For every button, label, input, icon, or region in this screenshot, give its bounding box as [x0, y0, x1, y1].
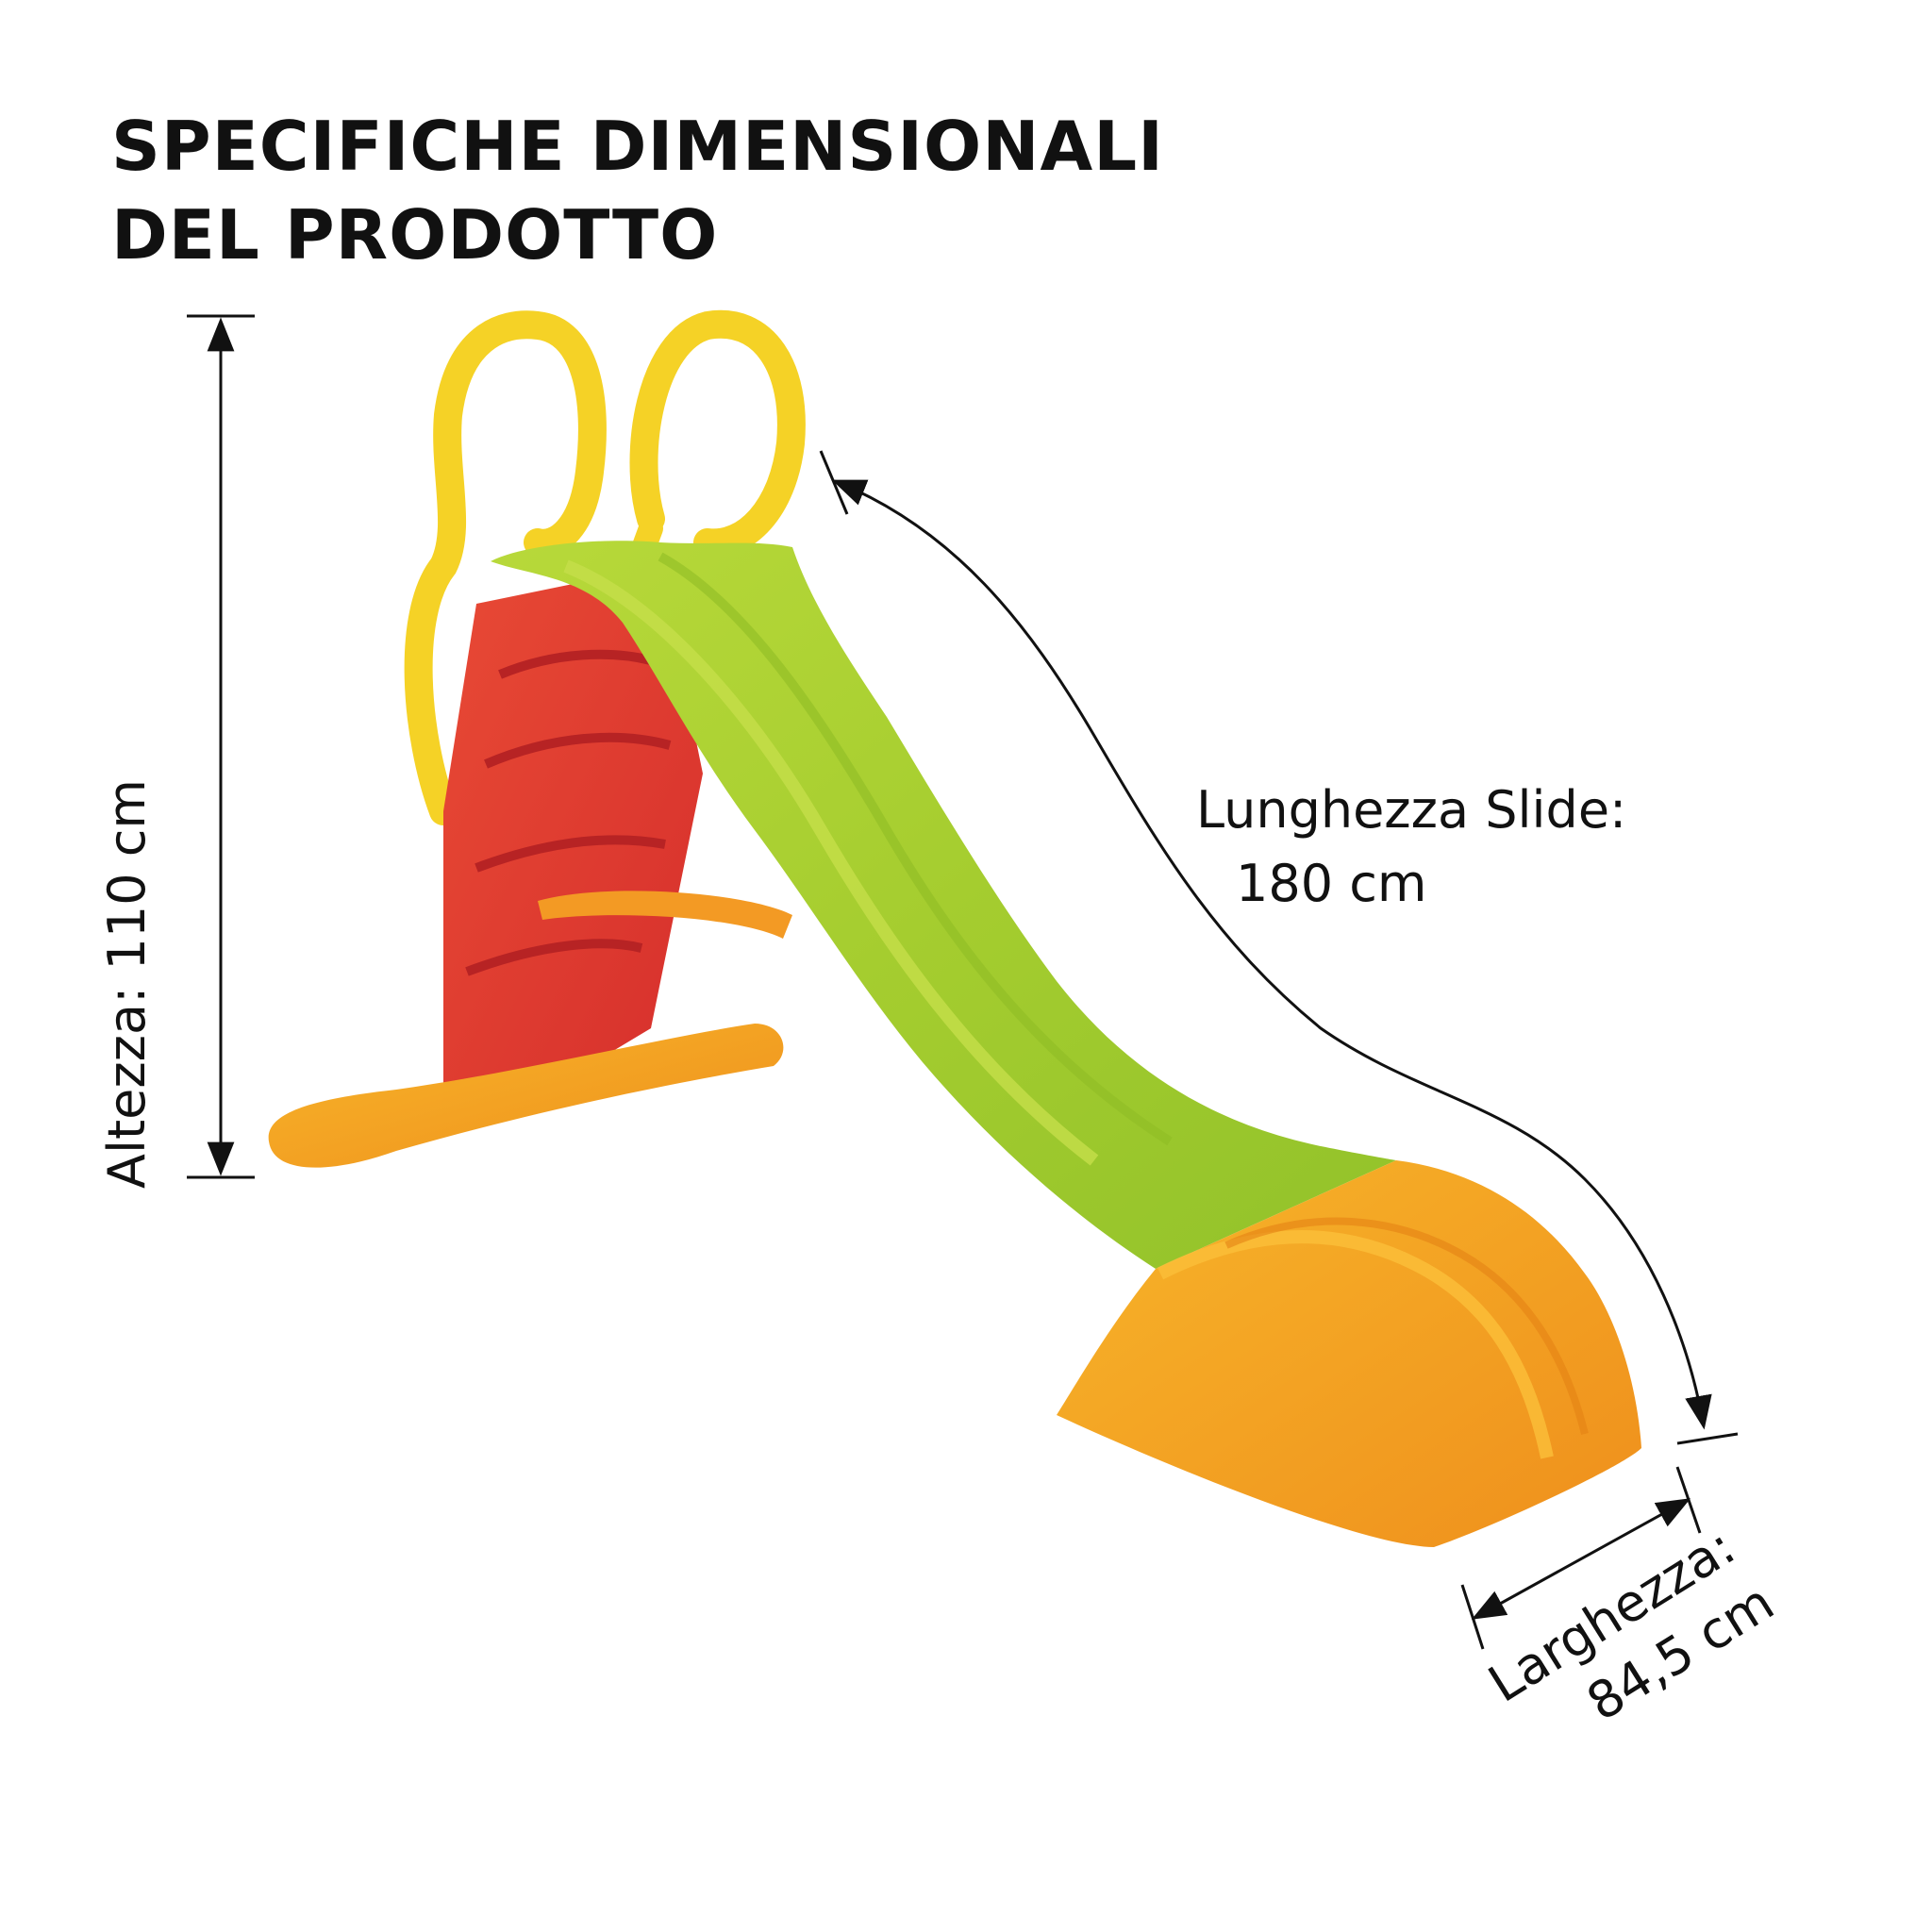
length-dimension [819, 450, 1739, 1445]
title-line-1: SPECIFICHE DIMENSIONALI [111, 107, 1164, 186]
length-label: Lunghezza Slide: 180 cm [1196, 774, 1626, 921]
length-label-line-2: 180 cm [1236, 854, 1427, 913]
ladder [443, 566, 703, 1104]
height-dimension [187, 314, 255, 1179]
crossbar [538, 891, 792, 939]
width-dimension [1460, 1466, 1702, 1650]
base-foot [268, 1024, 784, 1168]
page-title: SPECIFICHE DIMENSIONALI DEL PRODOTTO [111, 102, 1164, 279]
length-label-line-1: Lunghezza Slide: [1196, 780, 1627, 840]
title-line-2: DEL PRODOTTO [111, 195, 719, 275]
height-label: Altezza: 110 cm [97, 778, 157, 1189]
